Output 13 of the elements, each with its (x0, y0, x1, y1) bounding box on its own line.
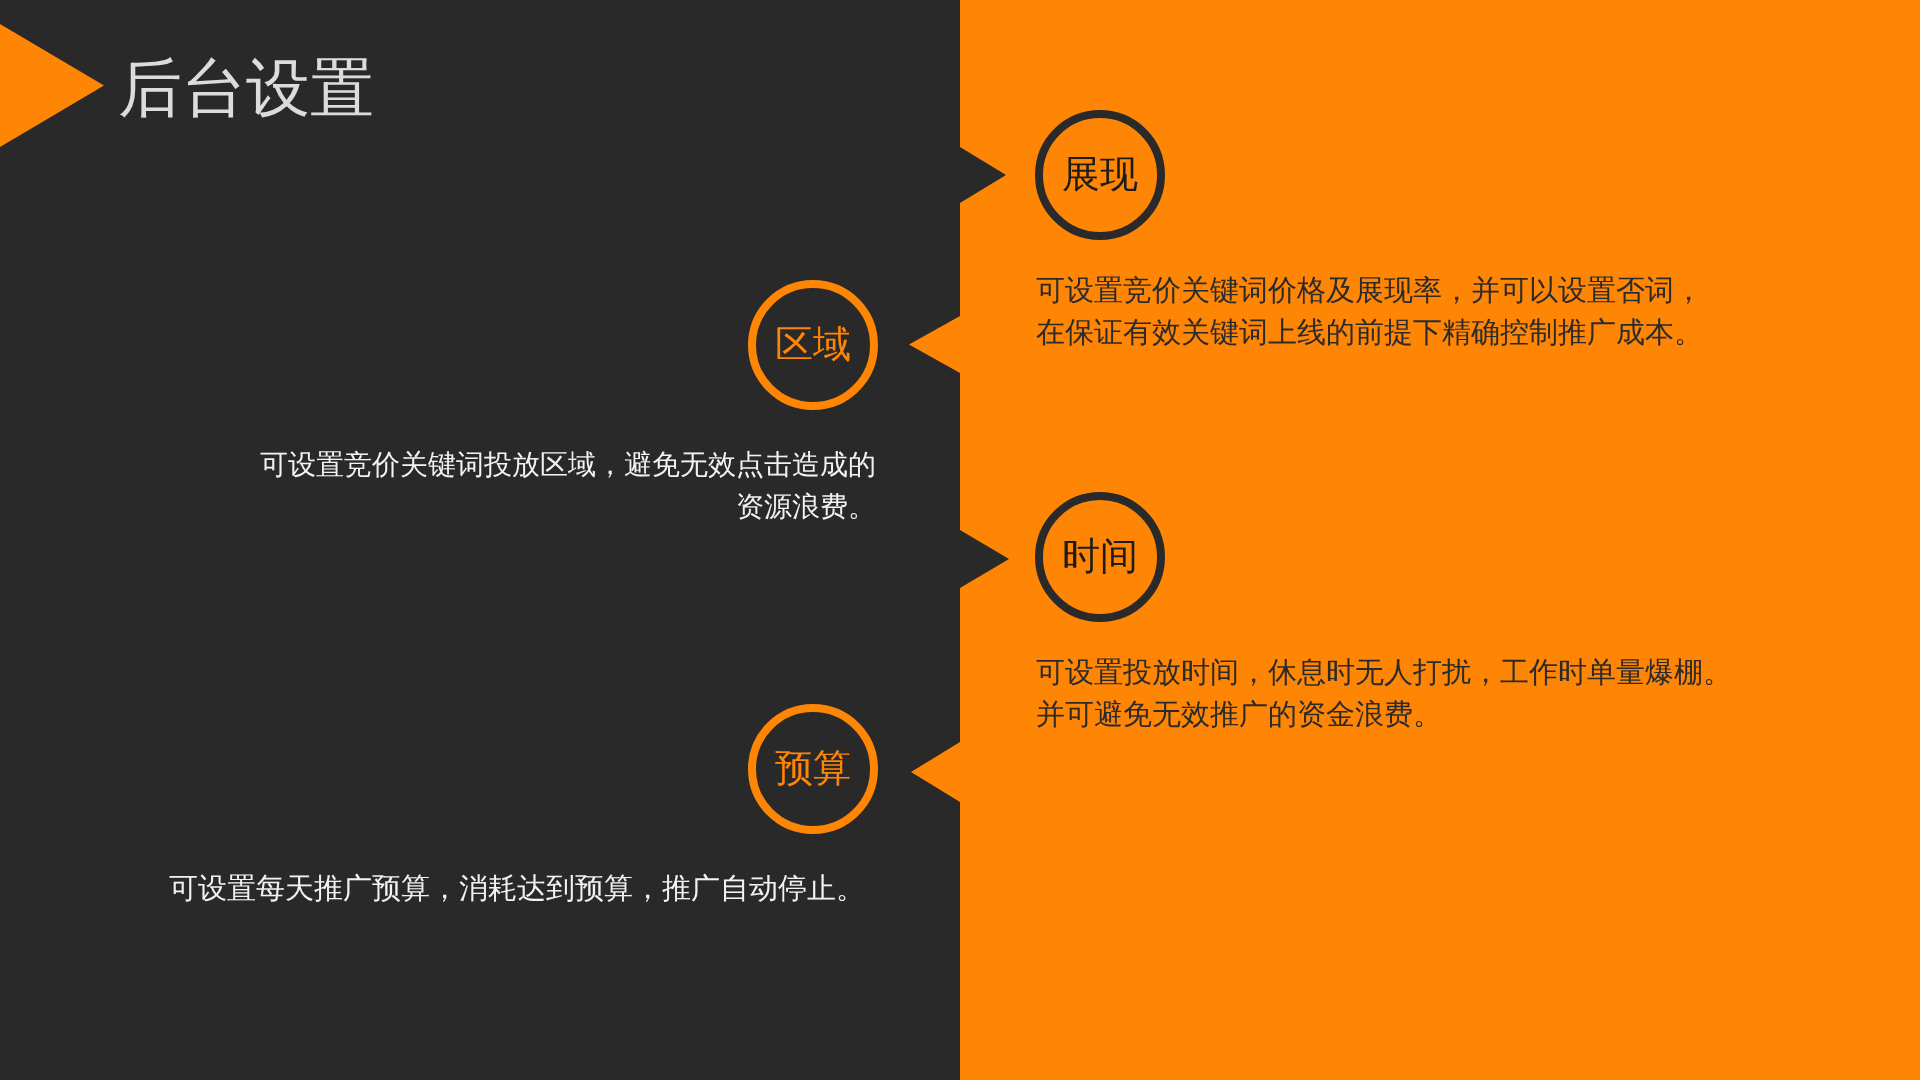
circle-outline (748, 704, 878, 834)
description-text: 可设置每天推广预算，消耗达到预算，推广自动停止。 (168, 870, 865, 907)
description-text: 可设置投放时间，休息时无人打扰，工作时单量爆棚。并可避免无效推广的资金浪费。 (1036, 654, 1733, 733)
circle-outline (1035, 492, 1165, 622)
topic-label: 展现 (1062, 153, 1138, 197)
circle-outline (748, 280, 878, 410)
topic-label: 时间 (1062, 535, 1138, 579)
topic-label: 区域 (775, 323, 851, 367)
topic-label: 预算 (775, 747, 851, 791)
description-text: 可设置竞价关键词投放区域，避免无效点击造成的资源浪费。 (259, 447, 876, 525)
slide-title: 后台设置 (118, 50, 374, 127)
circle-outline (1035, 110, 1165, 240)
description-text: 可设置竞价关键词价格及展现率，并可以设置否词，在保证有效关键词上线的前提下精确控制推广成本。 (1036, 272, 1704, 351)
